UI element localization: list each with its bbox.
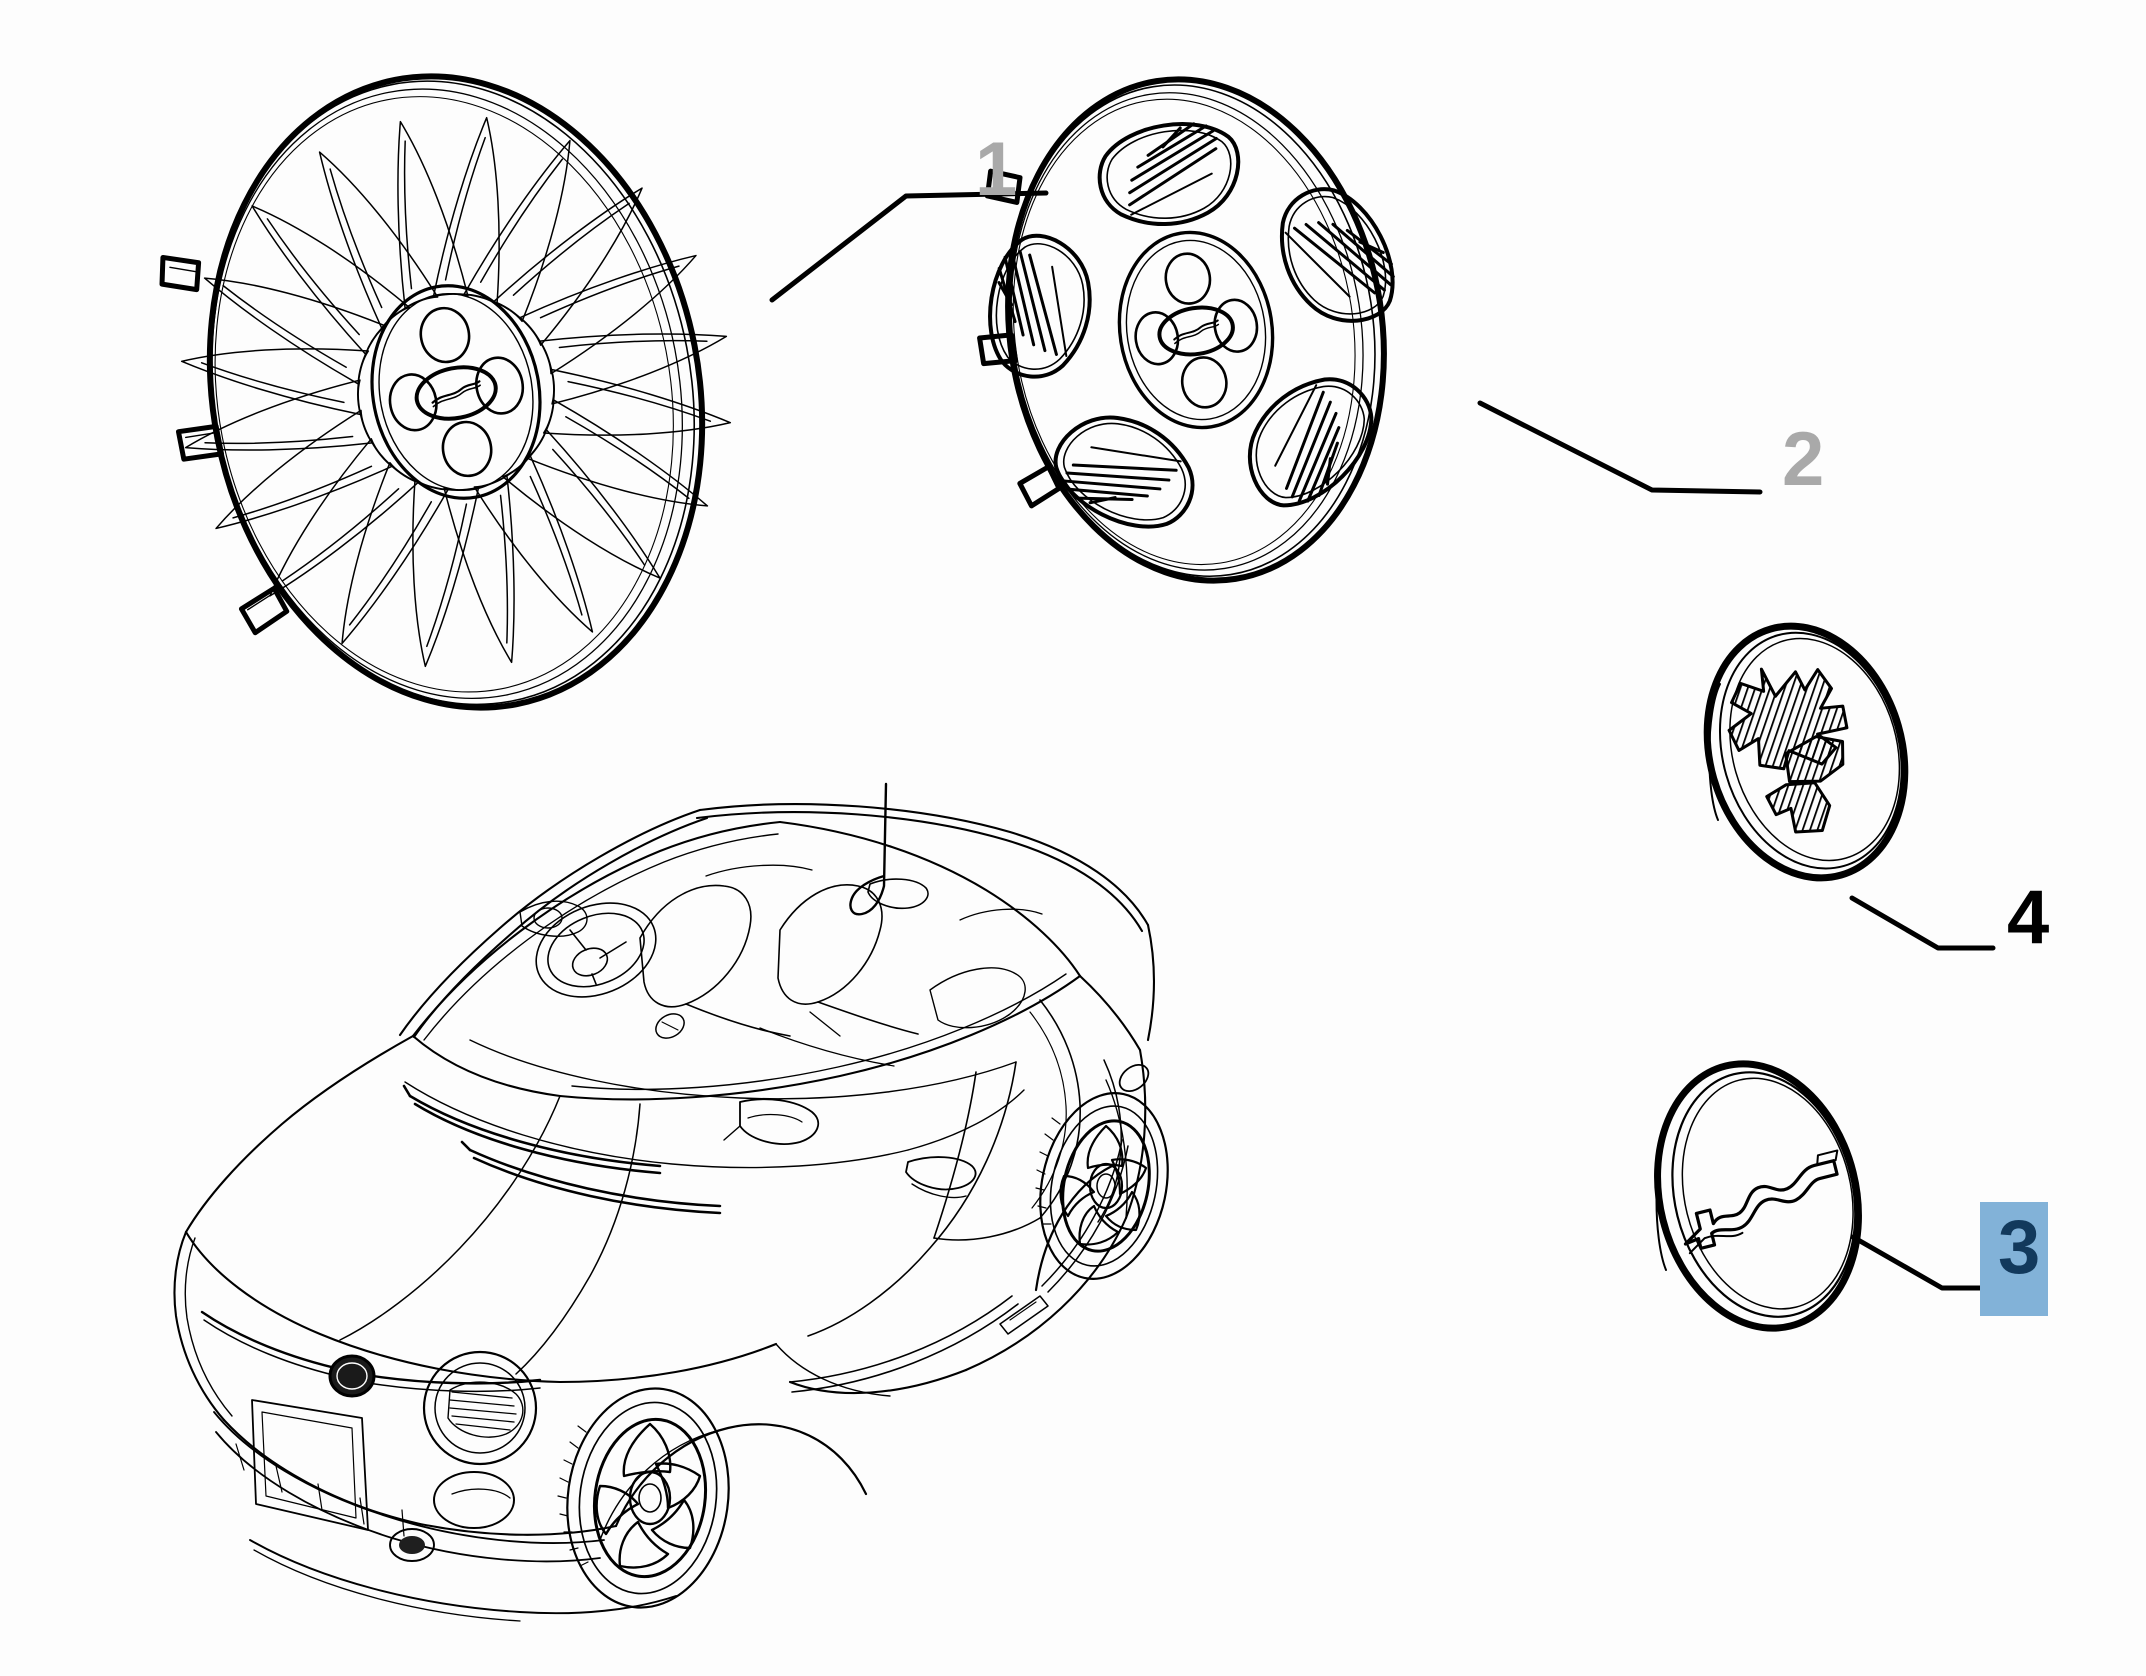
part-wheel-cover-five-aperture [977,76,1395,584]
callout-2[interactable]: 2 [1782,417,1825,502]
vehicle-illustration [173,782,1169,1622]
callout-1[interactable]: 1 [975,127,1018,212]
leader-line-4 [1849,895,1996,951]
callout-3-highlight [1980,1202,2048,1316]
part-emblem-500-script [1654,1060,1862,1332]
leader-line-2 [1477,400,1763,495]
leader-lines [769,190,1999,1291]
callout-3[interactable]: 3 [1998,1205,2041,1290]
leader-line-3 [1850,1234,1999,1291]
part-wheel-cover-turbine [159,73,732,711]
part-emblem-scorpion [1703,622,1909,882]
callout-4[interactable]: 4 [2007,875,2050,960]
leader-line-1 [769,190,1049,303]
